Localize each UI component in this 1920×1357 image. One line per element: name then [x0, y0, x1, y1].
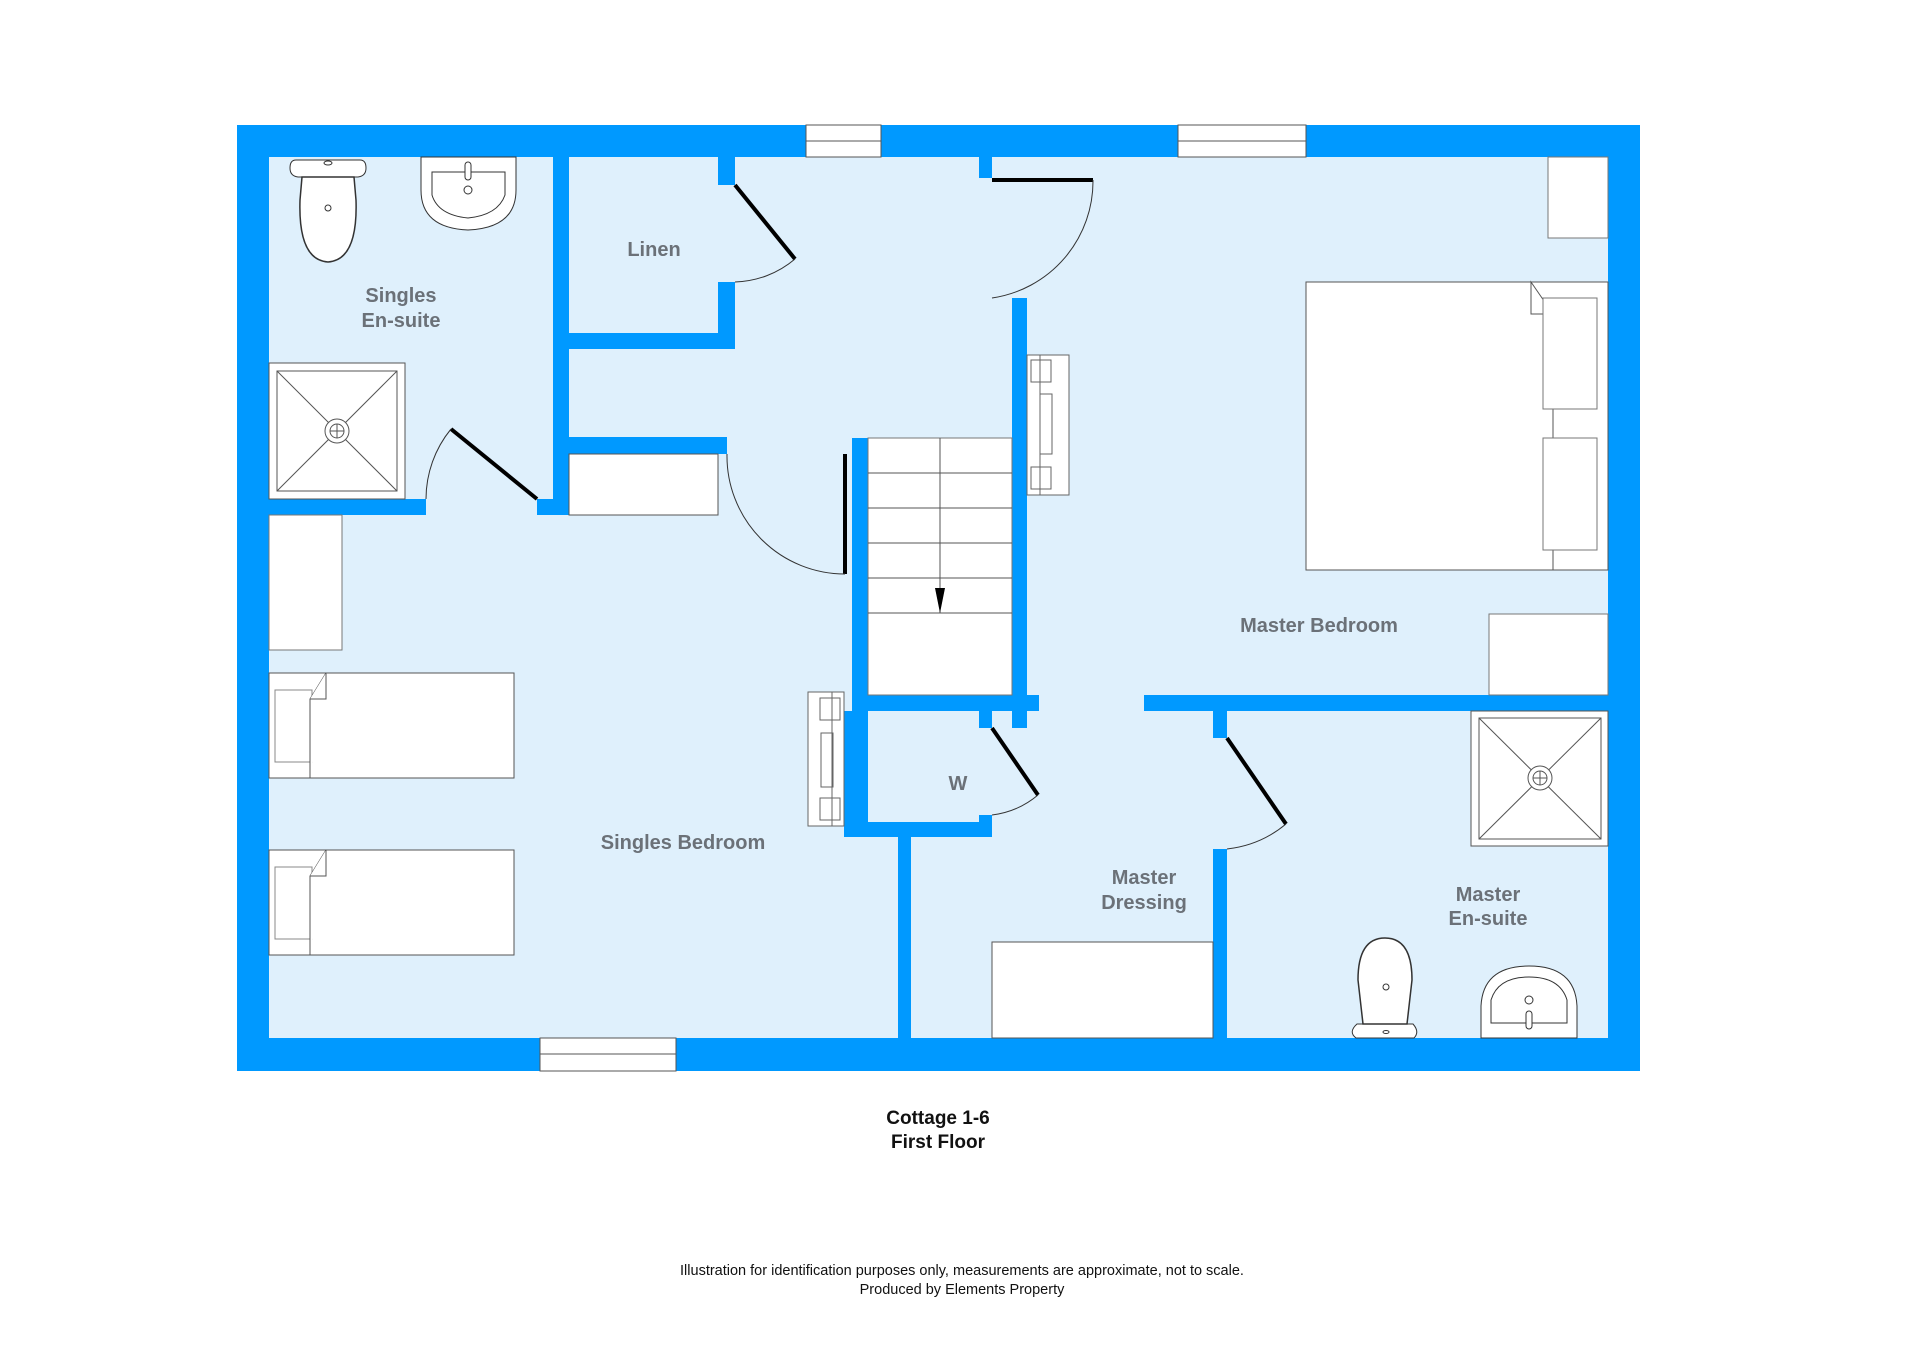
door-w	[990, 726, 1040, 816]
room-label-master-ensuite: Master	[1456, 884, 1521, 906]
disclaimer: Illustration for identification purposes…	[0, 1262, 1920, 1300]
radiator-singles	[807, 691, 845, 827]
toilet-master-ensuite	[1351, 937, 1418, 1039]
window-top-right	[1177, 124, 1307, 158]
door-linen	[733, 183, 797, 283]
window-bottom	[539, 1037, 677, 1072]
room-label-master-ensuite-2: En-suite	[1449, 908, 1528, 930]
door-master-ensuite	[1225, 736, 1288, 850]
interior-walls	[269, 157, 1608, 1038]
caption-floor: First Floor	[891, 1132, 985, 1153]
door-singles-bedroom	[726, 453, 847, 575]
bedside-table-bottom	[1488, 613, 1609, 696]
room-label-linen: Linen	[627, 239, 680, 261]
door-singles-ensuite	[425, 427, 539, 501]
double-bed	[1305, 280, 1609, 571]
caption-property: Cottage 1-6	[886, 1108, 990, 1129]
door-master-bedroom	[991, 178, 1094, 299]
room-label-master-dressing: Master	[1112, 867, 1177, 889]
disclaimer-line-1: Illustration for identification purposes…	[680, 1263, 1244, 1279]
wardrobe-dressing	[991, 941, 1214, 1039]
sink-singles-ensuite	[420, 156, 517, 231]
room-label-master-dressing-2: Dressing	[1101, 892, 1187, 914]
linen-cupboard	[568, 453, 719, 516]
stair-down-arrow-icon	[935, 588, 945, 613]
plan-caption: Cottage 1-6 First Floor	[0, 1107, 1876, 1155]
room-label-singles-bedroom: Singles Bedroom	[601, 832, 765, 854]
shower-singles-ensuite	[268, 362, 406, 500]
disclaimer-line-2: Produced by Elements Property	[859, 1282, 1065, 1298]
room-label-master-bedroom: Master Bedroom	[1240, 615, 1398, 637]
shower-master-ensuite	[1470, 710, 1609, 847]
single-bed-2	[268, 849, 515, 956]
single-bed-1	[268, 672, 515, 779]
wardrobe-singles	[268, 514, 343, 651]
bedside-table-top	[1547, 156, 1609, 239]
room-label-w: W	[949, 773, 968, 795]
sink-master-ensuite	[1480, 965, 1578, 1039]
room-label-singles-ensuite: Singles	[365, 285, 436, 307]
toilet-singles-ensuite	[289, 159, 367, 263]
window-top-left	[805, 124, 882, 158]
wall-stub	[1012, 298, 1027, 318]
room-label-singles-ensuite-2: En-suite	[362, 310, 441, 332]
staircase	[867, 437, 1013, 696]
radiator-master	[1026, 354, 1070, 496]
